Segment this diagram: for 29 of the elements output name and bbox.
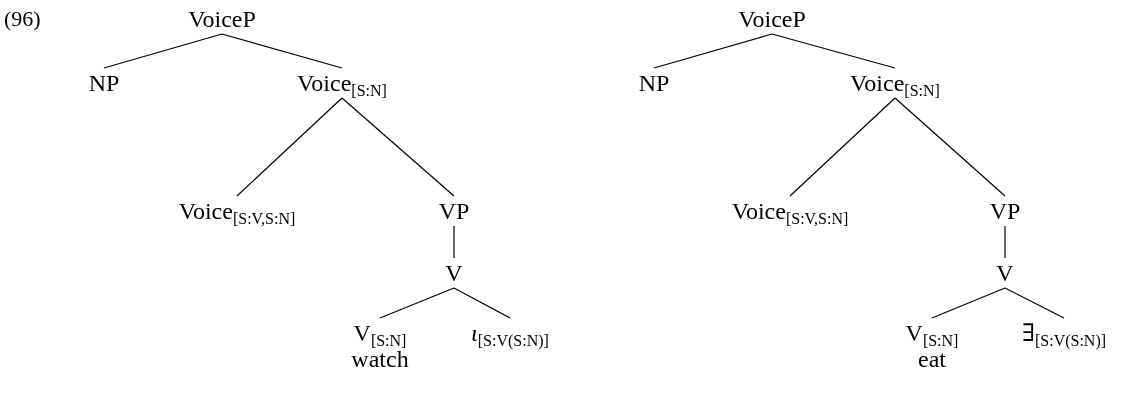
tree-branch xyxy=(379,287,455,319)
category-label: NP xyxy=(638,70,670,96)
category-label: VoiceP xyxy=(738,6,806,32)
tree-branch xyxy=(236,97,343,197)
tree-branch xyxy=(1004,225,1006,259)
tree-branch xyxy=(1004,287,1065,319)
tree-branch xyxy=(453,225,455,259)
tree-branch xyxy=(453,287,511,319)
category-label: V$_{[S:N]}$ xyxy=(905,320,959,346)
tree-branch xyxy=(103,33,223,69)
category-label: NP xyxy=(88,70,120,96)
tree-branch xyxy=(789,97,896,197)
category-label: Voice$_{[S:N]}$ xyxy=(297,70,387,96)
category-label: VP xyxy=(989,198,1021,224)
category-label: VoiceP xyxy=(188,6,256,32)
tree-branch xyxy=(894,97,1006,197)
example-number: (96) xyxy=(4,6,41,32)
tree-branch xyxy=(771,33,896,69)
category-label: V xyxy=(996,260,1014,286)
category-label: Voice$_{[S:V,S:N]}$ xyxy=(178,198,296,224)
category-label: Voice$_{[S:N]}$ xyxy=(850,70,940,96)
category-label: VP xyxy=(438,198,470,224)
tree-branch xyxy=(931,287,1006,319)
category-label: V$_{[S:N]}$ xyxy=(353,320,407,346)
category-label: V xyxy=(445,260,463,286)
tree-branch xyxy=(341,97,455,197)
tree-branch xyxy=(221,33,343,69)
category-label: Voice$_{[S:V,S:N]}$ xyxy=(731,198,849,224)
tree-branch xyxy=(653,33,773,69)
